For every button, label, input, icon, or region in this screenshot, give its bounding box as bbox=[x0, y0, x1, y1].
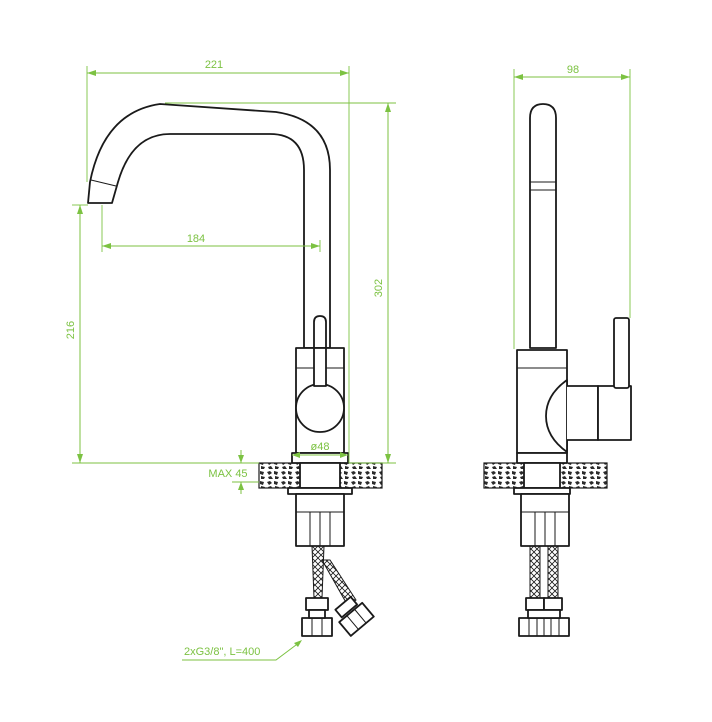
front-cartridge-cap bbox=[295, 383, 345, 433]
side-spout bbox=[529, 103, 557, 349]
side-fitting-collars bbox=[527, 609, 561, 619]
side-hose-right bbox=[547, 545, 559, 599]
side-view bbox=[483, 103, 632, 637]
front-hose-right bbox=[321, 559, 357, 607]
side-fitting-left bbox=[525, 597, 545, 611]
dim-side-depth: 98 bbox=[567, 64, 579, 76]
front-fitting-left bbox=[305, 597, 329, 611]
arrow-221-right bbox=[340, 70, 349, 76]
arrow-48-right bbox=[340, 452, 348, 458]
side-nut-lines bbox=[521, 511, 569, 546]
front-shank bbox=[299, 462, 341, 489]
side-fitting-facets bbox=[528, 618, 560, 636]
arrow-221-left bbox=[87, 70, 96, 76]
front-view bbox=[87, 103, 383, 637]
side-base-ring bbox=[516, 452, 568, 464]
side-handle-boss bbox=[567, 385, 599, 441]
front-spout bbox=[87, 103, 331, 349]
front-fitting-left-facets bbox=[311, 618, 323, 636]
side-fitting-right bbox=[543, 597, 563, 611]
arrow-45-top bbox=[238, 455, 244, 463]
front-hose-left bbox=[311, 545, 325, 599]
front-nut-lines bbox=[296, 511, 344, 546]
front-fitting-left-nut bbox=[301, 617, 333, 637]
front-fitting-right bbox=[334, 595, 375, 637]
arrow-184-right bbox=[311, 243, 320, 249]
front-lever-neck bbox=[313, 347, 327, 387]
front-aerator-ring bbox=[90, 179, 117, 187]
arrow-98-left bbox=[514, 74, 523, 80]
dimension-lines: 221 184 302 216 ø48 MAX 45 bbox=[65, 59, 631, 661]
front-fitting-left-collar bbox=[308, 609, 326, 619]
arrow-184-left bbox=[102, 243, 111, 249]
side-cartridge-dome bbox=[545, 379, 568, 453]
arrow-302-top bbox=[385, 103, 391, 112]
arrow-216-bottom bbox=[77, 454, 83, 463]
dim-max-counter-thickness: MAX 45 bbox=[208, 468, 247, 480]
arrow-98-right bbox=[621, 74, 630, 80]
arrow-302-bottom bbox=[385, 454, 391, 463]
dim-spout-reach: 184 bbox=[187, 233, 205, 245]
hose-leader-arrow bbox=[294, 640, 302, 647]
arrow-48-left bbox=[292, 452, 300, 458]
dim-total-width: 221 bbox=[205, 59, 223, 71]
arrow-216-top bbox=[77, 205, 83, 214]
dim-base-diameter: ø48 bbox=[311, 441, 330, 453]
arrow-45-bottom bbox=[238, 482, 244, 490]
side-handle-base bbox=[597, 385, 632, 441]
side-shank bbox=[523, 462, 561, 489]
side-hose-left bbox=[529, 545, 541, 599]
dim-spout-height: 216 bbox=[65, 321, 77, 339]
dim-hose-spec: 2xG3/8", L=400 bbox=[184, 646, 260, 658]
side-lever bbox=[613, 317, 630, 389]
dim-total-height: 302 bbox=[373, 279, 385, 297]
hose-leader-line bbox=[182, 641, 301, 661]
